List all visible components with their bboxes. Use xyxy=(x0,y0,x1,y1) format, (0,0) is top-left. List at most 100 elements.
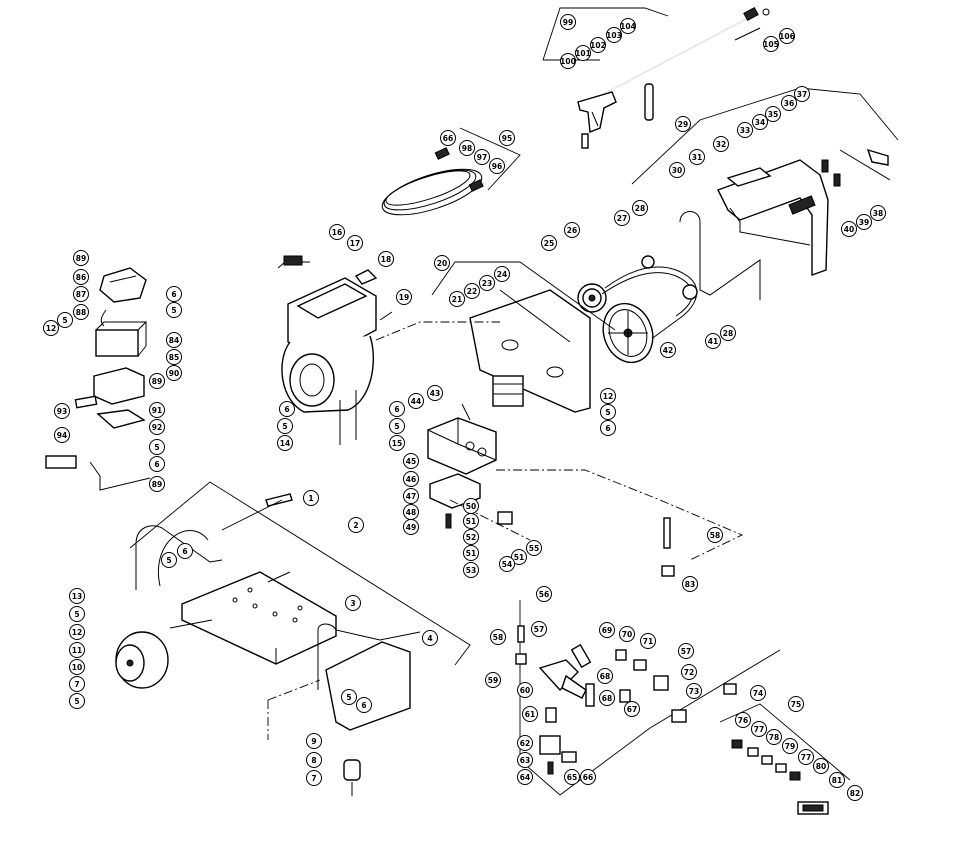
part-callout-15: 15 xyxy=(389,435,405,451)
callout-number: 80 xyxy=(816,762,826,771)
callout-number: 86 xyxy=(76,273,86,282)
part-callout-58: 58 xyxy=(707,527,723,543)
callout-circle xyxy=(531,621,547,637)
callout-circle xyxy=(499,556,515,572)
part-callout-12: 12 xyxy=(43,320,59,336)
part-callout-36: 36 xyxy=(781,95,797,111)
part-callout-49: 49 xyxy=(403,519,419,535)
part-callout-92: 92 xyxy=(149,419,165,435)
part-callout-93: 93 xyxy=(54,403,70,419)
part-callout-82: 82 xyxy=(847,785,863,801)
battery-box-assembly xyxy=(45,267,151,491)
callout-number: 28 xyxy=(723,329,733,338)
callout-number: 54 xyxy=(502,560,512,569)
callout-number: 93 xyxy=(57,407,67,416)
part-callout-51: 51 xyxy=(463,545,479,561)
part-callout-44: 44 xyxy=(408,393,424,409)
callout-circle xyxy=(277,418,293,434)
part-callout-4: 4 xyxy=(422,630,438,646)
callout-circle xyxy=(517,769,533,785)
callout-circle xyxy=(434,255,450,271)
callout-number: 36 xyxy=(784,99,794,108)
callout-number: 49 xyxy=(406,523,416,532)
callout-number: 12 xyxy=(46,324,56,333)
callout-number: 7 xyxy=(74,680,79,689)
callout-number: 94 xyxy=(57,431,67,440)
callout-number: 95 xyxy=(502,134,512,143)
callout-number: 4 xyxy=(427,634,432,643)
callout-number: 98 xyxy=(462,144,472,153)
callout-number: 7 xyxy=(311,774,316,783)
callout-number: 88 xyxy=(76,308,86,317)
callout-circle xyxy=(303,490,319,506)
part-callout-87: 87 xyxy=(73,286,89,302)
part-callout-65: 65 xyxy=(564,769,580,785)
part-callout-37: 37 xyxy=(794,86,810,102)
callout-circle xyxy=(57,312,73,328)
callout-circle xyxy=(347,235,363,251)
part-callout-70: 70 xyxy=(619,626,635,642)
plumbing-assembly xyxy=(515,517,781,796)
callout-circle xyxy=(166,365,182,381)
callout-number: 12 xyxy=(72,628,82,637)
callout-circle xyxy=(427,385,443,401)
part-callout-77: 77 xyxy=(751,721,767,737)
callout-circle xyxy=(329,224,345,240)
callout-number: 89 xyxy=(152,377,162,386)
callout-circle xyxy=(389,401,405,417)
part-callout-6: 6 xyxy=(177,543,193,559)
callout-number: 101 xyxy=(575,49,591,58)
callout-number: 51 xyxy=(466,549,476,558)
part-callout-24: 24 xyxy=(494,266,510,282)
part-callout-18: 18 xyxy=(378,251,394,267)
part-callout-48: 48 xyxy=(403,504,419,520)
callout-number: 68 xyxy=(602,694,612,703)
part-callout-13: 13 xyxy=(69,588,85,604)
callout-number: 40 xyxy=(844,225,854,234)
callout-circle xyxy=(464,283,480,299)
callout-number: 5 xyxy=(605,408,610,417)
callout-number: 68 xyxy=(600,672,610,681)
callout-number: 71 xyxy=(643,637,653,646)
callout-circle xyxy=(707,527,723,543)
callout-number: 38 xyxy=(873,209,883,218)
callout-circle xyxy=(449,291,465,307)
callout-number: 103 xyxy=(606,31,622,40)
callout-circle xyxy=(43,320,59,336)
part-callout-12: 12 xyxy=(69,624,85,640)
part-callout-47: 47 xyxy=(403,488,419,504)
part-callout-2: 2 xyxy=(348,517,364,533)
callout-circle xyxy=(847,785,863,801)
callout-number: 14 xyxy=(280,439,290,448)
part-callout-34: 34 xyxy=(752,114,768,130)
part-callout-7: 7 xyxy=(306,770,322,786)
part-callout-6: 6 xyxy=(166,286,182,302)
callout-circle xyxy=(624,701,640,717)
callout-circle xyxy=(474,149,490,165)
callout-number: 83 xyxy=(685,580,695,589)
part-callout-80: 80 xyxy=(813,758,829,774)
callout-circle xyxy=(69,624,85,640)
part-callout-77: 77 xyxy=(798,749,814,765)
callout-circle xyxy=(541,235,557,251)
callout-number: 62 xyxy=(520,739,530,748)
callout-number: 3 xyxy=(350,599,355,608)
part-callout-19: 19 xyxy=(396,289,412,305)
nozzle-kit-assembly xyxy=(719,703,851,815)
callout-circle xyxy=(781,95,797,111)
part-callout-68: 68 xyxy=(597,668,613,684)
part-callout-86: 86 xyxy=(73,269,89,285)
part-callout-51: 51 xyxy=(511,549,527,565)
part-callout-5: 5 xyxy=(149,439,165,455)
callout-circle xyxy=(794,86,810,102)
part-callout-58: 58 xyxy=(490,629,506,645)
callout-number: 6 xyxy=(182,547,187,556)
callout-number: 100 xyxy=(560,57,576,66)
part-callout-57: 57 xyxy=(531,621,547,637)
callout-number: 30 xyxy=(672,166,682,175)
mounting-plate-assembly xyxy=(431,261,616,413)
callout-number: 5 xyxy=(282,422,287,431)
callout-circle xyxy=(408,393,424,409)
callout-number: 29 xyxy=(678,120,688,129)
